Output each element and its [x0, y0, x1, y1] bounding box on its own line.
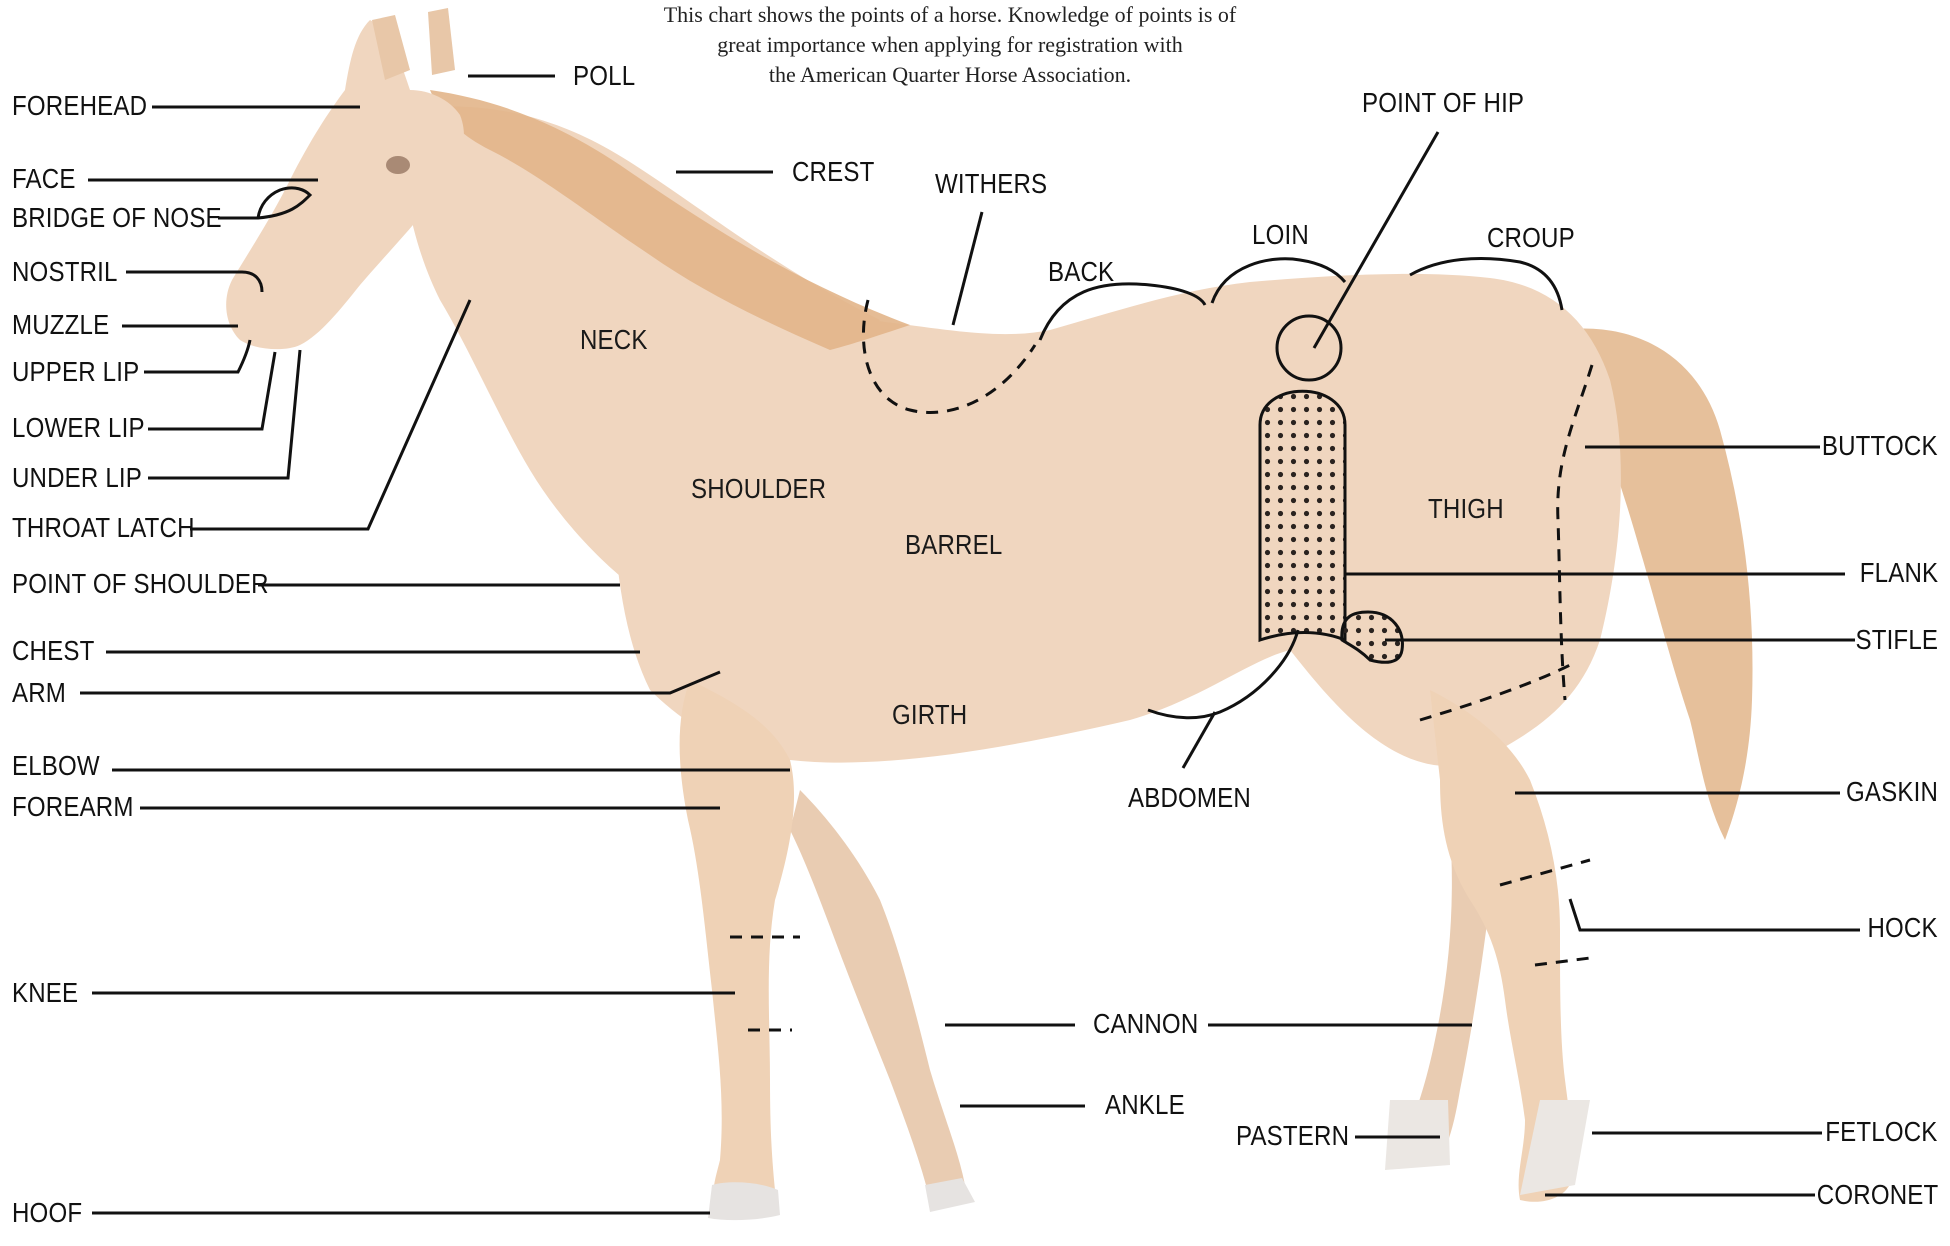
caption: This chart shows the points of a horse. … [590, 0, 1310, 90]
horse-ear-2 [428, 8, 455, 75]
label-flank: FLANK [1860, 559, 1938, 587]
label-bridge-of-nose: BRIDGE OF NOSE [12, 204, 222, 232]
horse-eye [386, 156, 410, 174]
label-muzzle: MUZZLE [12, 311, 109, 339]
label-lower-lip: LOWER LIP [12, 414, 145, 442]
label-upper-lip: UPPER LIP [12, 358, 139, 386]
label-withers: WITHERS [935, 170, 1047, 198]
label-abdomen: ABDOMEN [1128, 784, 1251, 812]
upper-lip-leader [144, 340, 250, 372]
withers-leader [953, 212, 982, 325]
label-gaskin: GASKIN [1846, 778, 1938, 806]
under-lip-leader [148, 350, 300, 478]
horse-head [226, 20, 464, 349]
label-crest: CREST [792, 158, 874, 186]
abdomen-leader [1183, 712, 1215, 768]
flank-dotted-region [1260, 391, 1345, 640]
label-forehead: FOREHEAD [12, 92, 147, 120]
label-buttock: BUTTOCK [1822, 432, 1938, 460]
label-hock: HOCK [1868, 914, 1938, 942]
label-hoof: HOOF [12, 1199, 82, 1227]
label-nostril: NOSTRIL [12, 258, 118, 286]
caption-line-3: the American Quarter Horse Association. [590, 60, 1310, 90]
label-knee: KNEE [12, 979, 78, 1007]
label-arm: ARM [12, 679, 66, 707]
arm-leader [80, 672, 720, 693]
near-fore-leg [680, 680, 794, 1210]
label-forearm: FOREARM [12, 793, 134, 821]
label-neck: NECK [580, 326, 648, 354]
label-cannon: CANNON [1093, 1010, 1198, 1038]
label-point-of-shoulder: POINT OF SHOULDER [12, 570, 269, 598]
hock-leader [1570, 899, 1860, 930]
label-fetlock: FETLOCK [1826, 1118, 1938, 1146]
label-shoulder: SHOULDER [691, 475, 826, 503]
throat-latch-leader [190, 300, 470, 529]
caption-line-1: This chart shows the points of a horse. … [590, 0, 1310, 30]
label-under-lip: UNDER LIP [12, 464, 142, 492]
label-point-of-hip: POINT OF HIP [1362, 89, 1524, 117]
label-loin: LOIN [1252, 221, 1309, 249]
label-ankle: ANKLE [1105, 1091, 1185, 1119]
label-pastern: PASTERN [1236, 1122, 1349, 1150]
label-thigh: THIGH [1428, 495, 1504, 523]
label-face: FACE [12, 165, 76, 193]
label-barrel: BARREL [905, 531, 1002, 559]
far-fore-leg [790, 790, 965, 1200]
label-stifle: STIFLE [1855, 626, 1938, 654]
fore-hoof [708, 1182, 780, 1220]
label-girth: GIRTH [892, 701, 967, 729]
label-coronet: CORONET [1816, 1181, 1938, 1209]
label-chest: CHEST [12, 637, 94, 665]
label-croup: CROUP [1487, 224, 1575, 252]
label-back: BACK [1048, 258, 1114, 286]
caption-line-2: great importance when applying for regis… [590, 30, 1310, 60]
far-hind-sock [1385, 1100, 1450, 1170]
label-elbow: ELBOW [12, 752, 100, 780]
lower-lip-leader [148, 352, 275, 429]
label-throat-latch: THROAT LATCH [12, 514, 195, 542]
label-poll: POLL [573, 62, 635, 90]
